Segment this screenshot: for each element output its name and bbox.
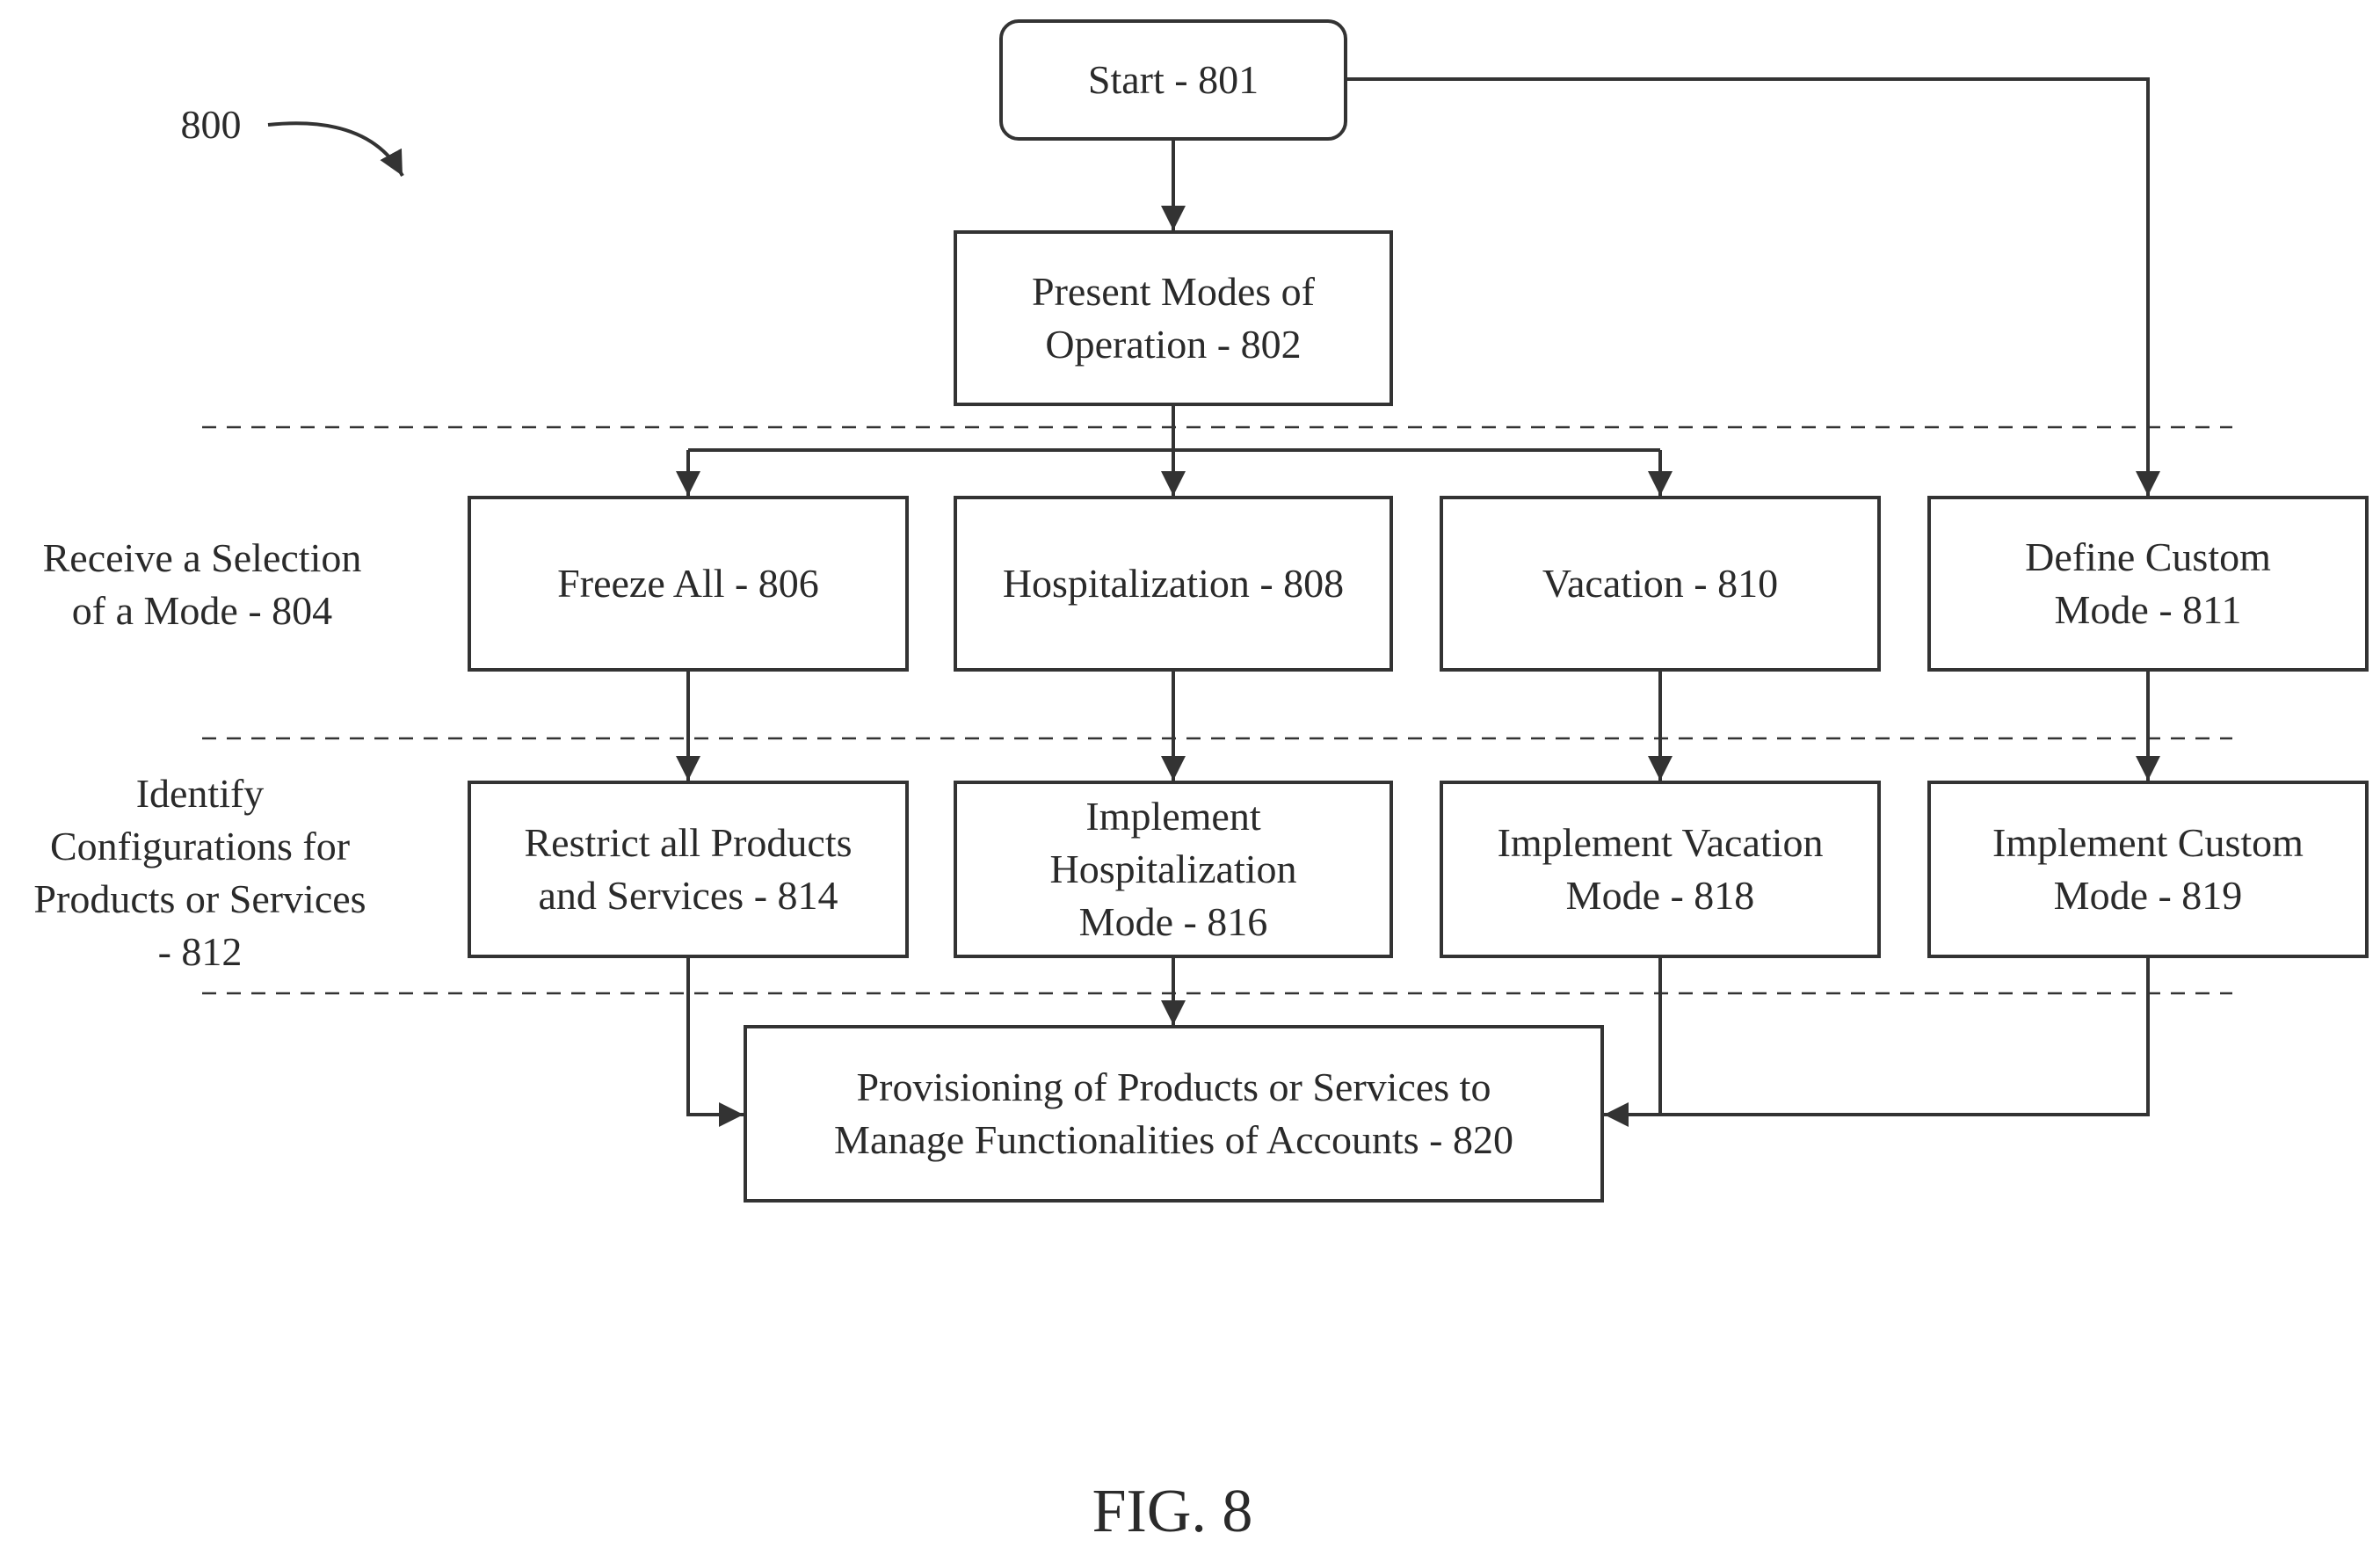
restrict-products-node: Restrict all Products and Services - 814 — [468, 781, 909, 958]
present-modes-node: Present Modes of Operation - 802 — [954, 230, 1393, 406]
freeze-all-node: Freeze All - 806 — [468, 496, 909, 672]
stage-label-configurations: Identify Configurations for Products or … — [0, 763, 400, 983]
arrow-restrict-to-provision — [688, 958, 744, 1115]
define-custom-node: Define Custom Mode - 811 — [1927, 496, 2369, 672]
implement-vacation-node: Implement Vacation Mode - 818 — [1440, 781, 1881, 958]
provisioning-node: Provisioning of Products or Services to … — [744, 1025, 1604, 1203]
arrow-implement-vacation-to-provision — [1604, 958, 1660, 1115]
arrow-start-to-define-custom — [1346, 79, 2148, 496]
connector-implement-custom-to-provision — [1660, 958, 2148, 1115]
implement-hospitalization-node: Implement Hospitalization Mode - 816 — [954, 781, 1393, 958]
reference-pointer-arrow — [268, 123, 403, 176]
start-node: Start - 801 — [999, 19, 1347, 141]
stage-label-selection: Receive a Selection of a Mode - 804 — [9, 519, 395, 650]
reference-number: 800 — [167, 97, 255, 151]
implement-custom-node: Implement Custom Mode - 819 — [1927, 781, 2369, 958]
figure-label: FIG. 8 — [997, 1477, 1348, 1547]
vacation-node: Vacation - 810 — [1440, 496, 1881, 672]
hospitalization-node: Hospitalization - 808 — [954, 496, 1393, 672]
